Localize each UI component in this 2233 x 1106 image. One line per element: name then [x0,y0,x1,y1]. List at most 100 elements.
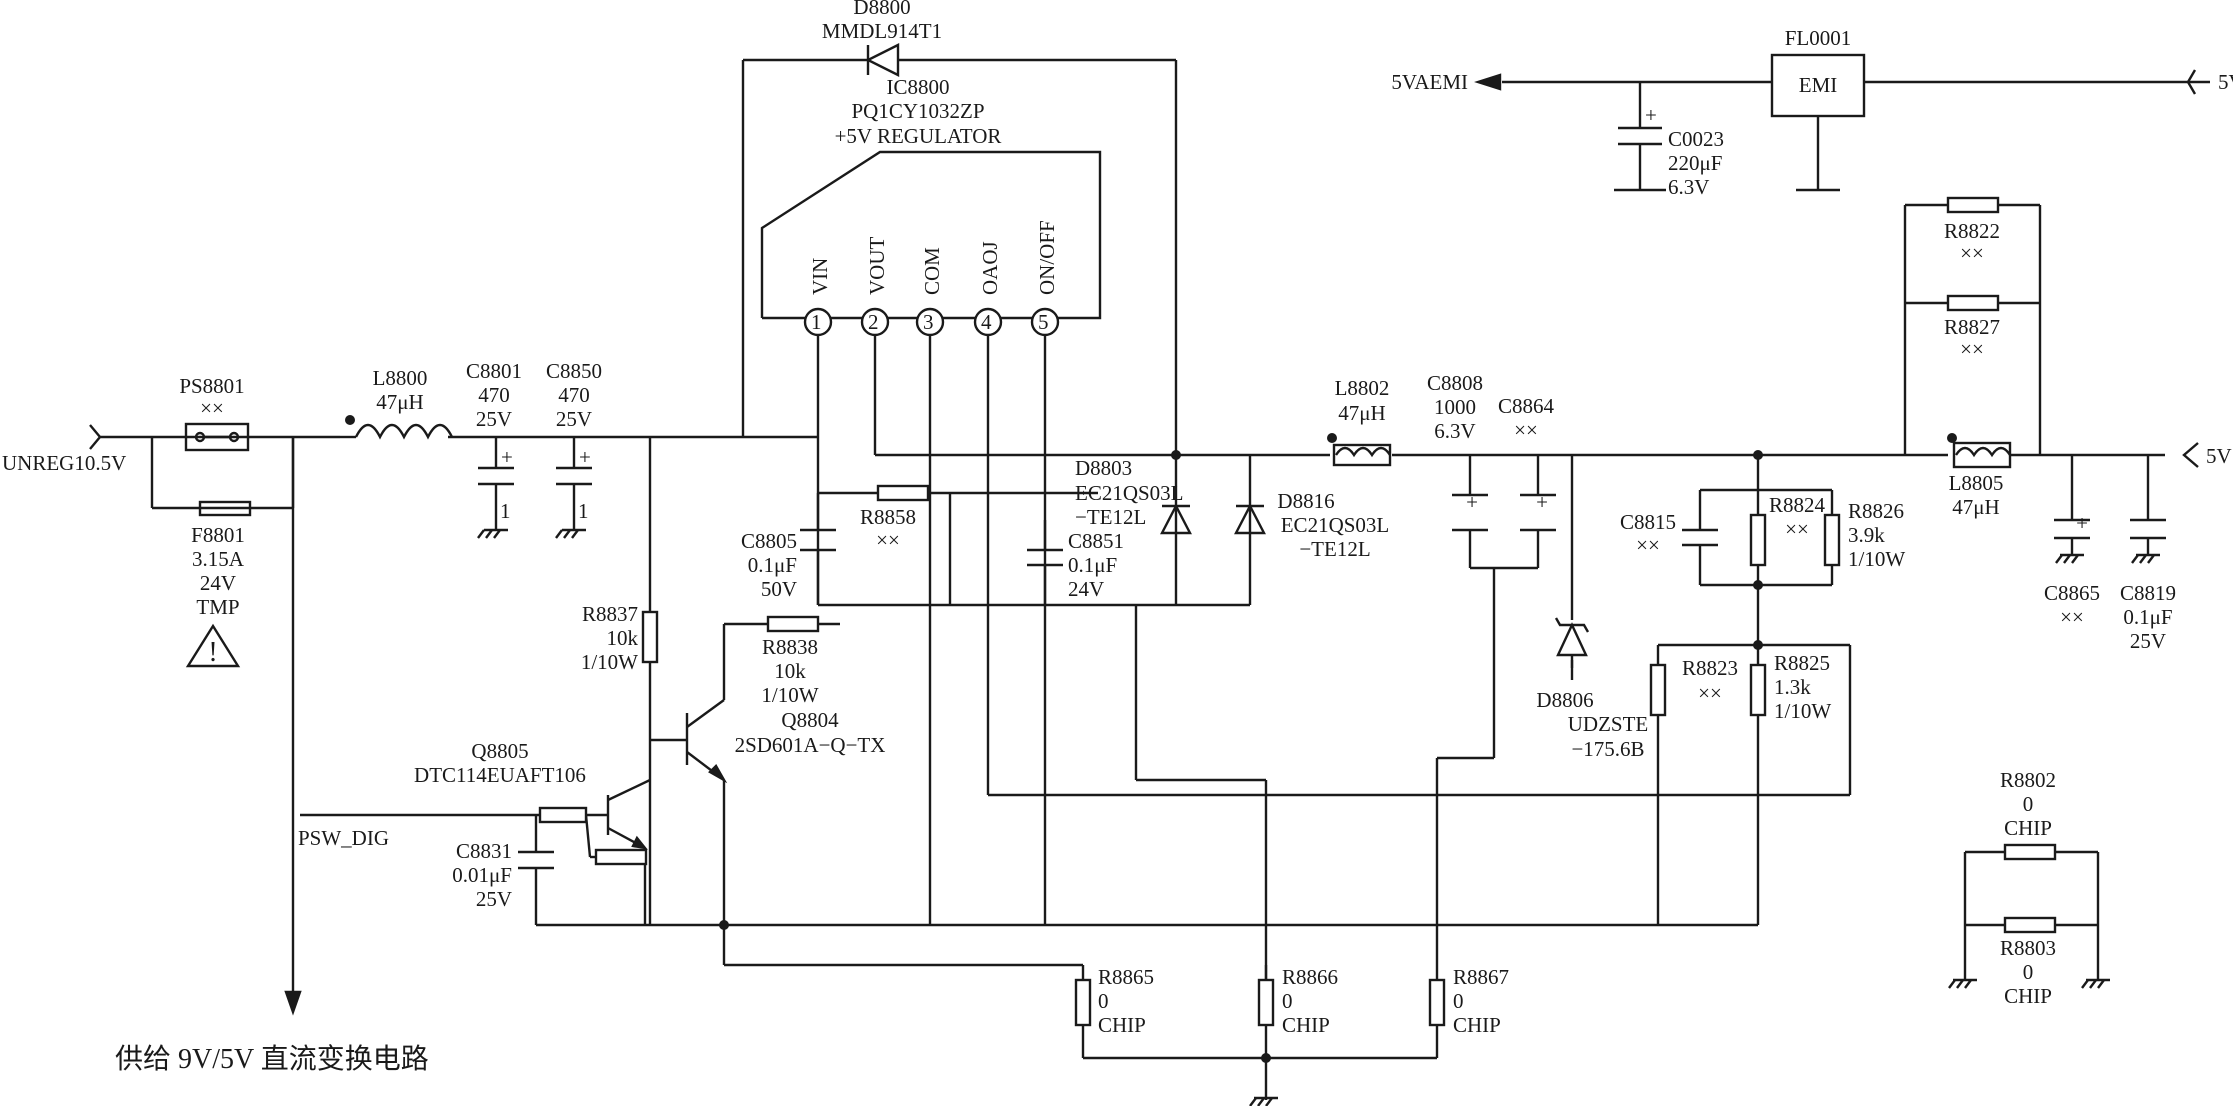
input-section: UNREG10.5V PS8801 ×× F8801 3.15A 24V TMP… [2,359,602,668]
q8804-ref: Q8804 [781,708,839,732]
c8808-ref: C8808 [1427,371,1483,395]
c8865-ref: C8865 [2044,581,2100,605]
c8850-value: 470 [558,383,590,407]
pin-3-name: COM [920,247,944,295]
r8867-value: 0 [1453,989,1464,1013]
r8865-type: CHIP [1098,1013,1146,1037]
r8837-value: 10k [607,626,639,650]
ic8800-ref: IC8800 [887,75,950,99]
c8865-plus: + [2076,511,2088,535]
c0023-voltage: 6.3V [1668,175,1709,199]
l8800-ref: L8800 [373,366,428,390]
c8801-plus: + [501,445,513,469]
r8822-ref: R8822 [1944,219,2000,243]
r8823-ref: R8823 [1682,656,1738,680]
net-5v-output-label: 5V [2206,444,2232,468]
net-psw-label: PSW_DIG [298,826,389,850]
c8865-value: ×× [2060,605,2084,629]
net-5v-top-label: 5V [2218,70,2233,94]
r8858-value: ×× [876,528,900,552]
chip-jumpers-right: R8802 0 CHIP R8803 0 CHIP [1948,768,2110,1008]
r8866-value: 0 [1282,989,1293,1013]
junction-dots [345,415,1957,1063]
c8850-pin-mark: 1 [578,499,589,523]
r8837-power: 1/10W [581,650,638,674]
c8801-pin-mark: 1 [500,499,511,523]
c0023-value: 220μF [1668,151,1722,175]
r8826-ref: R8826 [1848,499,1904,523]
c8851-voltage: 24V [1068,577,1104,601]
c8808-plus: + [1466,490,1478,514]
d8816-part1: EC21QS03L [1281,513,1390,537]
r8825-power: 1/10W [1774,699,1831,723]
q8805-ref: Q8805 [471,739,528,763]
ps8801-value: ×× [200,396,224,420]
l8802-ref: L8802 [1335,376,1390,400]
pin-4-number: 4 [981,310,992,334]
c8819-voltage: 25V [2130,629,2166,653]
r8824-ref: R8824 [1769,493,1826,517]
d8800-ref: D8800 [853,0,910,19]
output-caps: + C8865 ×× C8819 0.1μF 25V [2044,511,2176,653]
d8806-part2: −175.6B [1571,737,1644,761]
c8864-plus: + [1536,490,1548,514]
switch-transistor: R8837 10k 1/10W R8838 10k 1/10W Q8804 2S… [581,602,886,784]
r8866-ref: R8866 [1282,965,1338,989]
c0023-plus: + [1645,103,1657,127]
r8825-ref: R8825 [1774,651,1830,675]
c8864-ref: C8864 [1498,394,1555,418]
pin-4-name: OAOJ [978,241,1002,295]
r8802-type: CHIP [2004,816,2052,840]
d8816-ref: D8816 [1277,489,1334,513]
regulator-network: R8858 ×× C8805 0.1μF 50V C8851 0.1μF 24V… [741,456,1389,601]
r8803-value: 0 [2023,960,2034,984]
d8800-part: MMDL914T1 [822,19,942,43]
r8803-ref: R8803 [2000,936,2056,960]
pin-2-number: 2 [868,310,879,334]
r8838-ref: R8838 [762,635,818,659]
c0023-ref: C0023 [1668,127,1724,151]
r8802-value: 0 [2023,792,2034,816]
f8801-value: 3.15A [192,547,245,571]
bypass-resistors: R8822 ×× R8827 ×× L8805 47μH 5V [1944,196,2232,519]
q8805-section: Q8805 DTC114EUAFT106 PSW_DIG C8831 0.01μ… [284,739,648,1016]
f8801-type: TMP [196,595,239,619]
d8806-ref: D8806 [1536,688,1593,712]
r8827-ref: R8827 [1944,315,2000,339]
c8864-value: ×× [1514,418,1538,442]
c8831-value: 0.01μF [452,863,512,887]
d8800-diode: D8800 MMDL914T1 [822,0,942,77]
pin-5-number: 5 [1038,310,1049,334]
d8806-part: UDZSTE [1568,712,1649,736]
fl0001-ref: FL0001 [1785,26,1852,50]
pin-5-name: ON/OFF [1035,220,1059,295]
r8837-ref: R8837 [582,602,638,626]
q8804-part: 2SD601A−Q−TX [735,733,886,757]
pin-1-name: VIN [808,258,832,295]
r8803-type: CHIP [2004,984,2052,1008]
r8865-ref: R8865 [1098,965,1154,989]
r8866-type: CHIP [1282,1013,1330,1037]
chip-jumpers-bottom: R8865 0 CHIP R8866 0 CHIP R8867 0 CHIP [1074,965,1509,1106]
c8851-ref: C8851 [1068,529,1124,553]
c8831-voltage: 25V [476,887,512,911]
c8850-voltage: 25V [556,407,592,431]
ps8801-ref: PS8801 [179,374,244,398]
wires [100,58,2188,1100]
c8815-value: ×× [1636,533,1660,557]
l8802-value: 47μH [1338,401,1385,425]
c0023-capacitor: + C0023 220μF 6.3V [1614,103,1724,199]
d8803-ref: D8803 [1075,456,1132,480]
pin-1-number: 1 [811,310,822,334]
c8831-ref: C8831 [456,839,512,863]
pin-3-number: 3 [923,310,934,334]
c8815-ref: C8815 [1620,510,1676,534]
r8858-ref: R8858 [860,505,916,529]
r8867-ref: R8867 [1453,965,1509,989]
ic8800: 1 2 3 4 5 VIN VOUT COM OAOJ ON/OFF IC880… [760,75,1102,337]
r8838-power: 1/10W [761,683,818,707]
c8819-value: 0.1μF [2123,605,2172,629]
net-unreg-label: UNREG10.5V [2,451,126,475]
r8827-value: ×× [1960,337,1984,361]
